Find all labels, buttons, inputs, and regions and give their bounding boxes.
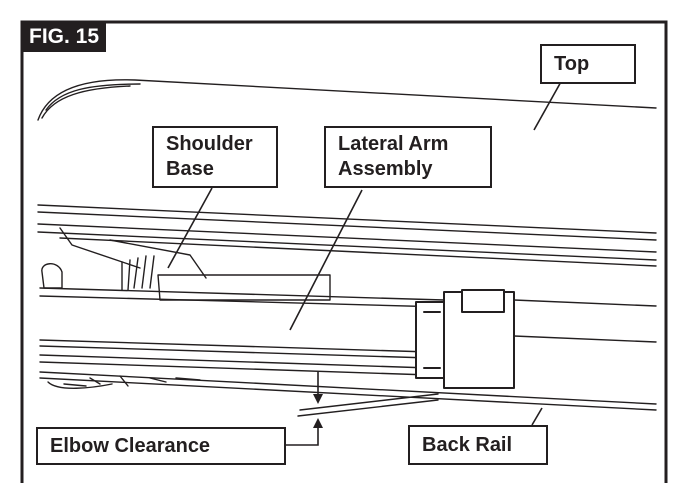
callout-top: Top (540, 44, 636, 84)
shoulder-base-leader-line (167, 187, 213, 269)
shoulder-base-part (41, 255, 331, 301)
elbow-clearance-leader-line (286, 428, 319, 446)
callout-elbow-clearance-label: Elbow Clearance (50, 435, 211, 457)
top-leader-line (533, 79, 563, 131)
callout-shoulder-base-line1: Shoulder (166, 133, 253, 155)
lateral-arm-leader-line (289, 189, 363, 331)
end-block (415, 289, 515, 389)
clearance-arrowhead-top (313, 394, 323, 404)
callout-shoulder-base-line2: Base (166, 158, 214, 180)
figure-frame (20, 20, 668, 483)
callout-lateral-arm-assembly: Lateral Arm Assembly (324, 126, 492, 188)
upper-rail (37, 204, 657, 279)
back-rail-part (39, 371, 657, 417)
lateral-arm-bar (39, 287, 657, 376)
figure-title: FIG. 15 (22, 22, 107, 52)
callout-elbow-clearance: Elbow Clearance (36, 427, 286, 465)
callout-back-rail: Back Rail (408, 425, 548, 465)
top-panel (37, 79, 657, 121)
back-rail-leader-line (531, 407, 543, 426)
callout-lateral-arm-line2: Assembly (338, 158, 433, 180)
callout-top-label: Top (554, 53, 590, 75)
clearance-arrowhead-bottom (313, 418, 323, 428)
callout-back-rail-label: Back Rail (422, 434, 513, 456)
callout-shoulder-base: Shoulder Base (152, 126, 278, 188)
callout-lateral-arm-line1: Lateral Arm (338, 133, 449, 155)
